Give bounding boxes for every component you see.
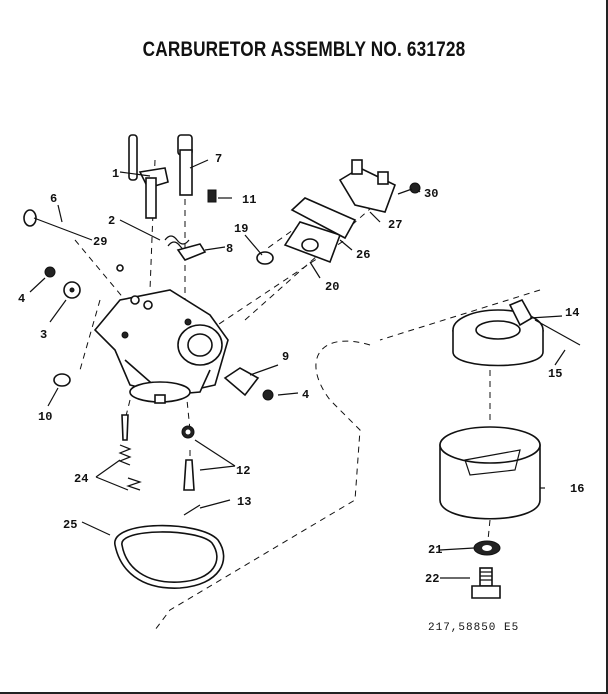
- callout-27: 27: [388, 218, 402, 232]
- float-pin: [534, 319, 581, 346]
- callout-9: 9: [282, 350, 289, 364]
- diagram-title: CARBURETOR ASSEMBLY NO. 631728: [142, 38, 466, 61]
- footer-code: 217,58850 E5: [428, 622, 520, 634]
- ball-29: [116, 264, 124, 272]
- carburetor-body: [93, 289, 229, 404]
- callout-4b: 4: [302, 388, 309, 402]
- callout-29: 29: [93, 235, 107, 249]
- callout-6: 6: [50, 192, 57, 206]
- needle-valve: [118, 414, 142, 491]
- callout-16: 16: [570, 482, 584, 496]
- callout-20: 20: [325, 280, 339, 294]
- idle-screw: [23, 209, 93, 241]
- bowl-gasket: [114, 524, 225, 589]
- callout-24: 24: [74, 472, 88, 486]
- filter-screen: [256, 251, 274, 265]
- inlet-needle: [181, 425, 195, 491]
- float-bowl: [439, 426, 541, 520]
- callout-4: 4: [18, 292, 25, 306]
- callout-1: 1: [112, 167, 119, 181]
- washer-10: [53, 373, 71, 387]
- screw-11: [207, 189, 217, 203]
- callout-13: 13: [237, 495, 251, 509]
- screw-and-washer: [44, 266, 81, 299]
- hinge-pin: [183, 504, 201, 516]
- bowl-bolt: [471, 567, 501, 599]
- leader-lines: [29, 159, 566, 579]
- clip-8: [176, 243, 207, 261]
- diaphragm-26: [290, 197, 357, 240]
- callout-25: 25: [63, 518, 77, 532]
- callout-30: 30: [424, 187, 438, 201]
- callout-7: 7: [215, 152, 222, 166]
- callout-19: 19: [234, 222, 248, 236]
- throttle-shaft: [128, 134, 169, 219]
- screw-4b: [262, 389, 274, 401]
- callout-11: 11: [242, 193, 256, 207]
- callout-10: 10: [38, 410, 52, 424]
- callout-22: 22: [425, 572, 439, 586]
- callout-2: 2: [108, 214, 115, 228]
- float: [452, 298, 544, 367]
- callout-21: 21: [428, 543, 442, 557]
- pump-cover: [338, 159, 397, 213]
- choke-shaft: [177, 134, 193, 196]
- callout-14: 14: [565, 306, 579, 320]
- callout-15: 15: [548, 367, 562, 381]
- screw-30: [397, 182, 421, 195]
- callout-labels: 1 2 3 4 4 6 7 8 9 10 11 12 13 14 15 16 1…: [18, 152, 584, 586]
- callout-26: 26: [356, 248, 370, 262]
- callout-3: 3: [40, 328, 47, 342]
- cover-9: [223, 367, 260, 397]
- bowl-washer: [473, 540, 501, 556]
- callout-12: 12: [236, 464, 250, 478]
- callout-8: 8: [226, 242, 233, 256]
